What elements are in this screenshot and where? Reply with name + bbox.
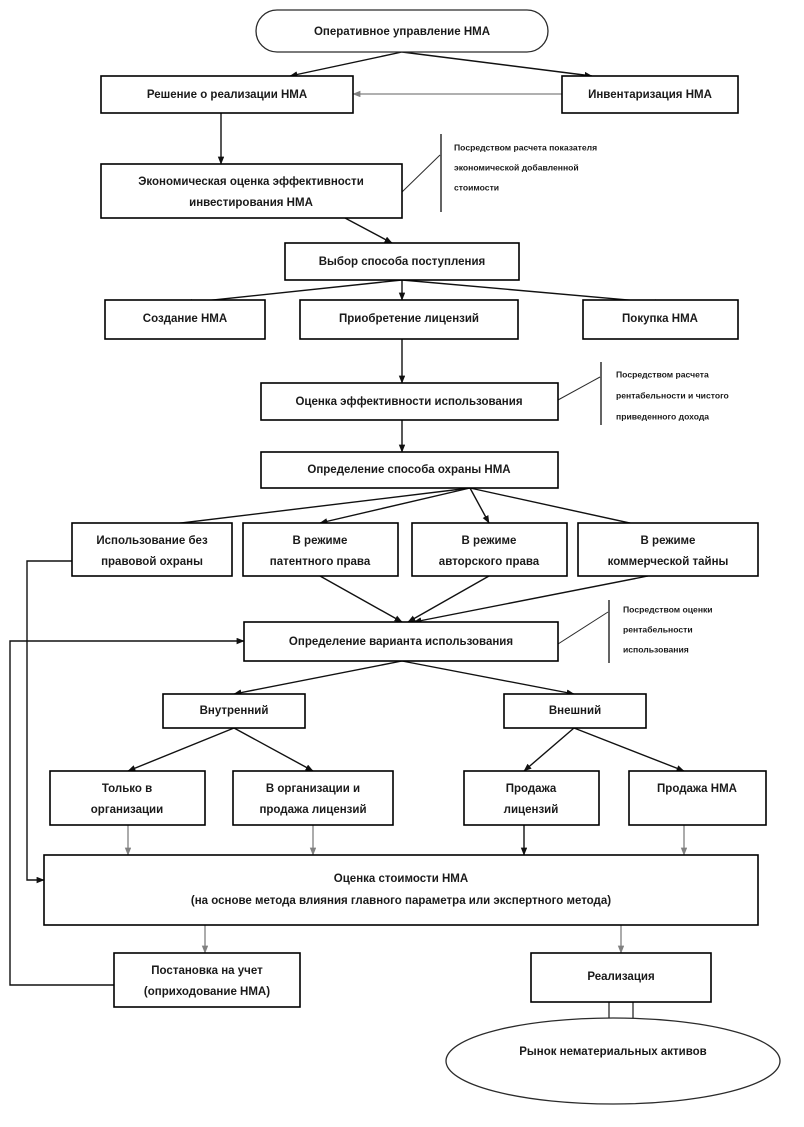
edge-variant-to-external	[401, 660, 575, 696]
annotation-1-line: экономической добавленной	[454, 162, 579, 172]
node-label: Экономическая оценка эффективности	[138, 176, 364, 188]
node-purchase	[582, 299, 739, 340]
node-copyright-mode	[411, 522, 568, 577]
node-label: Оценка стоимости НМА	[334, 873, 468, 885]
annotation-3-line: использования	[623, 644, 689, 654]
annotation-3-line: рентабельности	[623, 624, 693, 634]
node-label: В режиме	[293, 535, 348, 547]
node-license-acquisition	[299, 299, 519, 340]
node-no-legal-protection	[71, 522, 233, 577]
edge-internal-to-onlyorg	[127, 727, 235, 772]
node-valuation	[43, 854, 759, 926]
annotation-1-line: стоимости	[454, 182, 499, 192]
node-label: Внутренний	[200, 705, 269, 717]
annotation-3-line: Посредством оценки	[623, 604, 713, 614]
node-label: коммерческой тайны	[608, 556, 729, 568]
node-label: Оперативное управление НМА	[314, 26, 490, 38]
node-acquisition-method	[284, 242, 520, 281]
edge-choice-to-creation	[184, 279, 403, 306]
leader-annotation-2	[557, 376, 601, 401]
node-use-variant	[243, 621, 559, 662]
node-trade-secret-mode	[577, 522, 759, 577]
edge-protection-to-nolegal	[147, 487, 471, 530]
edge-protection-to-patent	[319, 487, 471, 525]
node-label: (на основе метода влияния главного парам…	[191, 895, 611, 907]
node-label: Решение о реализации НМА	[147, 89, 307, 101]
node-external	[503, 693, 647, 729]
feedback-registration-to-variant	[9, 637, 245, 986]
node-label: Рынок нематериальных активов	[519, 1046, 706, 1058]
annotation-2-line: рентабельности и чистого	[616, 390, 729, 400]
node-label: (оприходование НМА)	[144, 986, 270, 998]
node-label: Внешний	[549, 705, 601, 717]
node-use-efficiency	[260, 382, 559, 421]
node-license-sale	[463, 770, 600, 826]
node-decision-on-sale	[100, 75, 354, 114]
node-protection-method	[260, 451, 559, 489]
node-label: Определение варианта использования	[289, 636, 513, 648]
node-label: Определение способа охраны НМА	[307, 464, 510, 476]
node-label: патентного права	[270, 556, 371, 568]
edge-copyright-to-variant	[407, 575, 490, 623]
node-operational-management	[255, 9, 549, 53]
node-label: Инвентаризация НМА	[588, 89, 712, 101]
node-label: инвестирования НМА	[189, 197, 313, 209]
node-label: авторского права	[439, 556, 540, 568]
edge-internal-to-organdsale	[233, 727, 314, 772]
edge-patent-to-variant	[319, 575, 403, 623]
node-label: В режиме	[462, 535, 517, 547]
node-nma-sale	[628, 770, 767, 826]
node-label: Покупка НМА	[622, 313, 698, 325]
edge-econeval-to-choice	[344, 217, 393, 244]
node-label: В организации и	[266, 783, 360, 795]
edge-external-to-salenma	[573, 727, 685, 772]
annotation-1-line: Посредством расчета показателя	[454, 142, 597, 152]
node-label: продажа лицензий	[259, 804, 366, 816]
node-label: Постановка на учет	[151, 965, 263, 977]
node-realization	[530, 952, 712, 1003]
edge-variant-to-internal	[233, 660, 403, 696]
edge-secret-to-variant	[413, 575, 649, 624]
node-market-of-intangibles	[445, 1017, 781, 1105]
edge-start-to-decision	[289, 51, 403, 78]
node-label: Создание НМА	[143, 313, 227, 325]
edge-protection-to-copyright	[469, 487, 490, 524]
edge-start-to-inventory	[401, 51, 593, 79]
feedback-nolegal-to-valuation	[26, 560, 72, 884]
node-label: Продажа	[506, 783, 557, 795]
node-label: Оценка эффективности использования	[295, 396, 522, 408]
leader-annotation-3	[557, 611, 609, 645]
annotation-2-line: Посредством расчета	[616, 369, 709, 379]
node-label: Приобретение лицензий	[339, 313, 479, 325]
edge-choice-to-purchase	[401, 279, 663, 306]
node-creation	[104, 299, 266, 340]
node-label: Продажа НМА	[657, 783, 737, 795]
node-label: Использование без	[96, 535, 208, 547]
node-economic-evaluation	[100, 163, 403, 219]
node-patent-mode	[242, 522, 399, 577]
node-label: Реализация	[587, 971, 654, 983]
edge-external-to-salelicense	[523, 727, 575, 772]
node-label: Только в	[102, 783, 152, 795]
annotation-2-line: приведенного дохода	[616, 411, 709, 421]
node-label: правовой охраны	[101, 556, 203, 568]
node-registration	[113, 952, 301, 1008]
node-inventory	[561, 75, 739, 114]
node-label: организации	[91, 804, 163, 816]
node-only-in-organization	[49, 770, 206, 826]
edge-protection-to-secret	[469, 487, 649, 529]
node-label: Выбор способа поступления	[319, 256, 486, 268]
node-label: В режиме	[641, 535, 696, 547]
node-org-and-license-sale	[232, 770, 394, 826]
node-internal	[162, 693, 306, 729]
leader-annotation-1	[401, 154, 441, 193]
node-label: лицензий	[504, 804, 559, 816]
